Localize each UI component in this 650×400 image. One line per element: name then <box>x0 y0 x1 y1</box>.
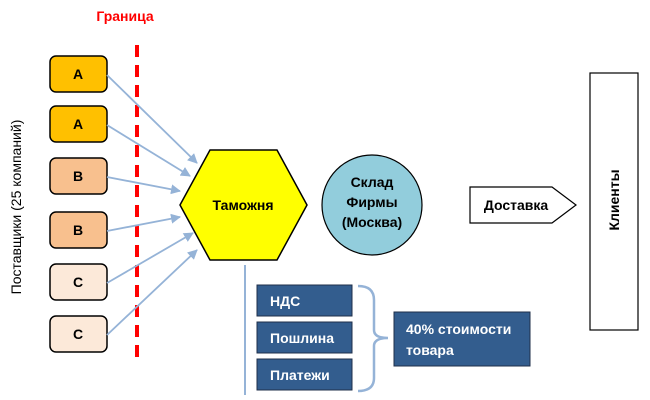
brace <box>357 284 389 393</box>
supplier-box <box>49 211 108 249</box>
supplier-arrow <box>106 74 198 164</box>
delivery-label: Доставка <box>484 197 549 213</box>
supplier-label: A <box>73 116 83 132</box>
payment-label: Пошлина <box>270 330 334 346</box>
supplier-arrow <box>106 232 194 284</box>
payment-box-duty <box>256 321 353 354</box>
supplier-box <box>49 105 108 143</box>
supplier-box <box>49 55 108 93</box>
payments-total-line: товара <box>406 342 454 358</box>
supplier-label: A <box>73 66 83 82</box>
delivery-arrow <box>469 186 577 224</box>
warehouse-circle <box>321 154 423 256</box>
warehouse-line: Склад <box>351 174 394 190</box>
supplier-label: C <box>73 274 83 290</box>
supplier-arrow <box>106 176 181 195</box>
supplier-label: B <box>73 222 83 238</box>
payment-box-fees <box>256 358 353 391</box>
supplier-arrow <box>106 213 181 232</box>
supplier-label: C <box>73 326 83 342</box>
supplier-arrows <box>106 74 198 336</box>
border-label: Граница <box>96 8 154 24</box>
supplier-arrow <box>106 249 198 336</box>
payments-total-line: 40% стоимости <box>406 321 511 337</box>
customs-label: Таможня <box>212 197 273 213</box>
clients-label: Клиенты <box>606 169 622 230</box>
warehouse-line: (Москва) <box>342 214 402 230</box>
payment-label: Платежи <box>270 367 330 383</box>
supplier-box <box>49 157 108 195</box>
warehouse-line: Фирмы <box>346 194 397 210</box>
payments-total-box <box>393 311 531 367</box>
payment-label: НДС <box>270 293 300 309</box>
supplier-arrow <box>106 124 191 177</box>
customs-hexagon <box>179 149 308 261</box>
payment-box-vat <box>256 284 353 317</box>
clients-box <box>589 72 639 331</box>
suppliers-group: A A B B C C <box>49 55 108 353</box>
suppliers-label: Поставщики (25 компаний) <box>8 120 24 295</box>
supplier-label: B <box>73 168 83 184</box>
